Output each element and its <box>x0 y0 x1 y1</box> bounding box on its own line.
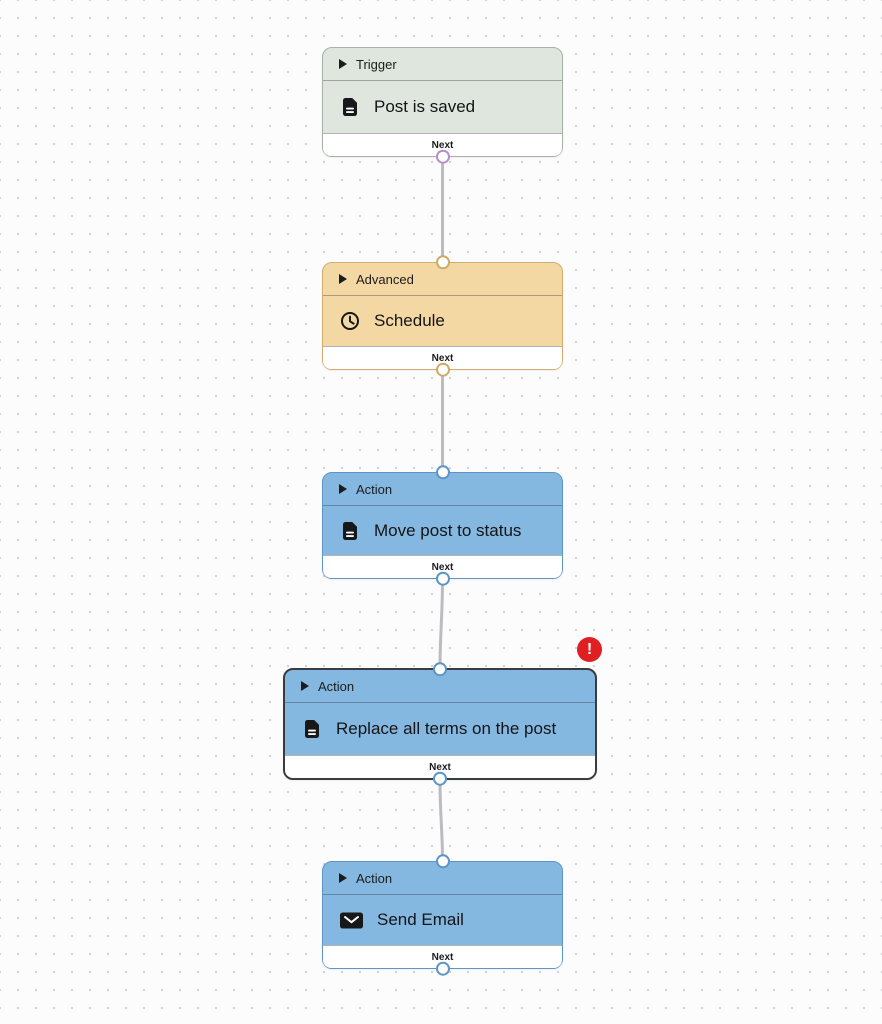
edge-action2-to-action3 <box>438 779 444 862</box>
next-footer: Next <box>323 945 562 968</box>
node-action-move-post-to-status[interactable]: Action Move post to status Next <box>322 465 563 586</box>
node-body[interactable]: Replace all terms on the post <box>285 703 595 755</box>
edge-action1-to-action2 <box>438 578 444 669</box>
next-footer: Next <box>323 555 562 578</box>
email-icon <box>339 909 364 931</box>
play-icon <box>339 59 347 69</box>
node-advanced-schedule[interactable]: Advanced Schedule Next <box>322 255 563 377</box>
post-icon <box>339 96 361 118</box>
next-footer: Next <box>323 346 562 369</box>
input-port[interactable] <box>433 662 447 677</box>
node-category-label: Action <box>318 678 355 694</box>
next-footer: Next <box>285 755 595 778</box>
node-header[interactable]: Action <box>323 473 562 506</box>
node-category-label: Action <box>356 481 393 497</box>
node-header[interactable]: Action <box>323 862 562 895</box>
node-header[interactable]: Advanced <box>323 263 562 296</box>
node-category-label: Trigger <box>356 56 397 72</box>
input-port[interactable] <box>435 465 450 480</box>
output-port[interactable] <box>435 961 450 976</box>
node-title: Send Email <box>377 910 464 929</box>
node-category-label: Action <box>356 870 393 886</box>
node-title: Replace all terms on the post <box>336 719 557 738</box>
error-badge[interactable]: ! <box>577 637 602 662</box>
input-port[interactable] <box>435 854 450 869</box>
node-body[interactable]: Move post to status <box>323 506 562 555</box>
play-icon <box>339 484 347 494</box>
node-action-replace-all-terms[interactable]: Action Replace all terms on the post Nex… <box>283 637 602 786</box>
clock-icon <box>339 310 361 332</box>
node-body[interactable]: Send Email <box>323 895 562 945</box>
node-header[interactable]: Trigger <box>323 48 562 81</box>
node-action-send-email[interactable]: Action Send Email Next <box>322 854 563 976</box>
play-icon <box>301 681 309 691</box>
node-body[interactable]: Post is saved <box>323 81 562 133</box>
node-category-label: Advanced <box>356 271 414 287</box>
post-icon <box>301 718 323 740</box>
node-trigger-post-is-saved[interactable]: Trigger Post is saved Next <box>322 47 563 164</box>
node-body[interactable]: Schedule <box>323 296 562 346</box>
play-icon <box>339 274 347 284</box>
node-title: Schedule <box>374 311 445 330</box>
node-header[interactable]: Action <box>285 670 595 703</box>
input-port[interactable] <box>435 255 450 270</box>
output-port[interactable] <box>435 149 450 164</box>
post-icon <box>339 520 361 542</box>
output-port[interactable] <box>433 771 447 786</box>
play-icon <box>339 873 347 883</box>
node-title: Post is saved <box>374 97 476 116</box>
output-port[interactable] <box>435 571 450 586</box>
output-port[interactable] <box>435 362 450 377</box>
error-badge-glyph: ! <box>586 640 593 658</box>
next-footer: Next <box>323 133 562 156</box>
node-title: Move post to status <box>374 520 522 540</box>
